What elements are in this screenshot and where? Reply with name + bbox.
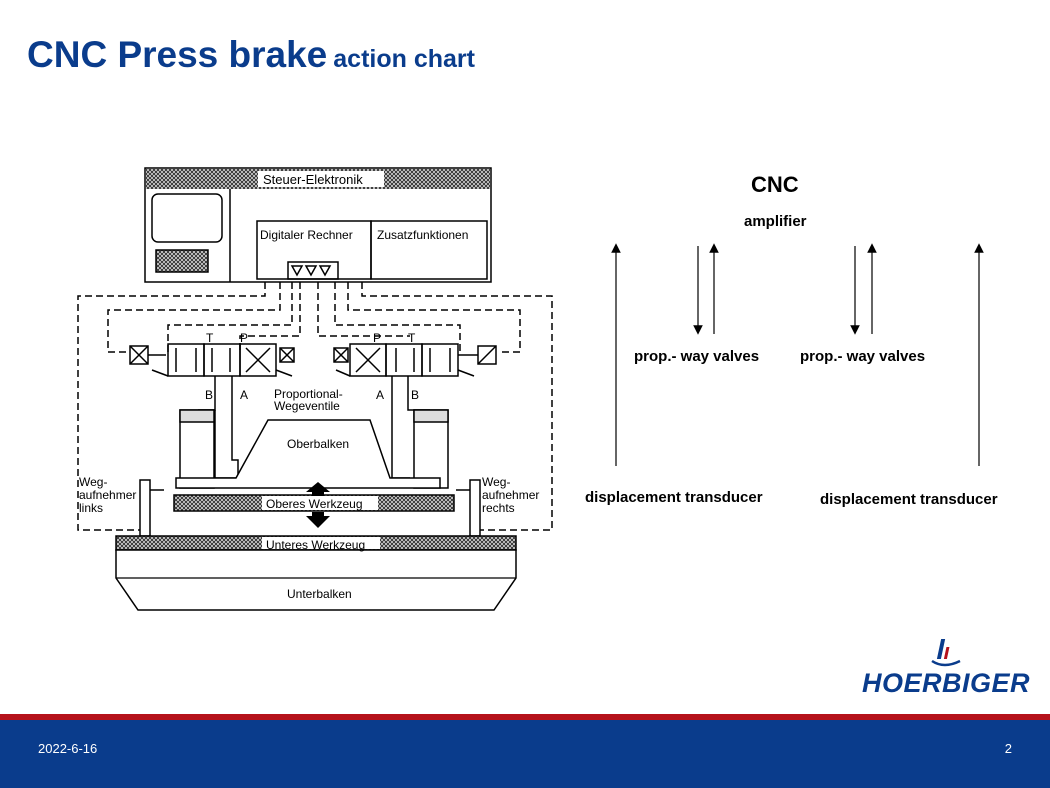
label-amplifier: amplifier [744, 213, 807, 230]
prop-line2: Wegeventile [274, 399, 340, 413]
port-a-right: A [376, 388, 385, 402]
motion-arrows-icon [306, 482, 330, 528]
prop-line1: Proportional- [274, 387, 343, 401]
valve-left [129, 343, 295, 377]
label-proportional-wegeventile: Proportional-Wegeventile [274, 388, 343, 412]
control-cabinet [144, 167, 492, 283]
page-number: 2 [1004, 741, 1012, 756]
weg-links-3: links [79, 501, 104, 515]
label-unteres-werkzeug: Unteres Werkzeug [266, 538, 366, 552]
label-oberbalken: Oberbalken [287, 437, 350, 451]
cylinder-left [179, 409, 215, 489]
port-b-left: B [205, 388, 214, 402]
port-p-right: P [373, 331, 382, 345]
port-p-left: P [240, 331, 249, 345]
label-valves-right: prop.- way valves [800, 348, 926, 365]
weg-rechts-2: aufnehmer [482, 488, 540, 502]
weg-rechts-1: Weg- [482, 475, 511, 489]
label-valves-left: prop.- way valves [634, 348, 760, 365]
upper-beam [175, 419, 441, 489]
label-oberes-werkzeug: Oberes Werkzeug [266, 497, 363, 511]
logo-text: HOERBIGER [862, 668, 1031, 698]
title-main: CNC Press brake [27, 34, 328, 75]
label-transducer-right: displacement transducer [820, 491, 998, 508]
label-digitaler-rechner: Digitaler Rechner [260, 228, 353, 242]
hoerbiger-logo: HOERBIGER [862, 635, 1031, 698]
label-cnc: CNC [751, 172, 799, 197]
label-zusatzfunktionen: Zusatzfunktionen [377, 228, 469, 242]
valve-right [333, 343, 497, 377]
control-lines [77, 282, 553, 531]
footer-bar: 2022-6-16 2 [0, 720, 1050, 788]
port-t-left: T [206, 331, 214, 345]
port-a-left: A [240, 388, 249, 402]
weg-links-2: aufnehmer [79, 488, 137, 502]
logo-mark-icon [931, 639, 961, 667]
label-unterbalken: Unterbalken [287, 587, 352, 601]
label-transducer-left: displacement transducer [585, 489, 763, 506]
weg-links-1: Weg- [79, 475, 108, 489]
lower-beam [115, 549, 517, 611]
action-chart-arrows [611, 243, 984, 466]
footer-date: 2022-6-16 [38, 741, 98, 756]
port-b-right: B [411, 388, 420, 402]
port-t-right: T [408, 331, 416, 345]
title-sub: action chart [333, 45, 475, 73]
weg-rechts-3: rechts [482, 501, 515, 515]
footer-accent-line [0, 714, 1050, 720]
label-steuer-elektronik: Steuer-Elektronik [263, 172, 363, 187]
cylinder-right [413, 409, 449, 489]
